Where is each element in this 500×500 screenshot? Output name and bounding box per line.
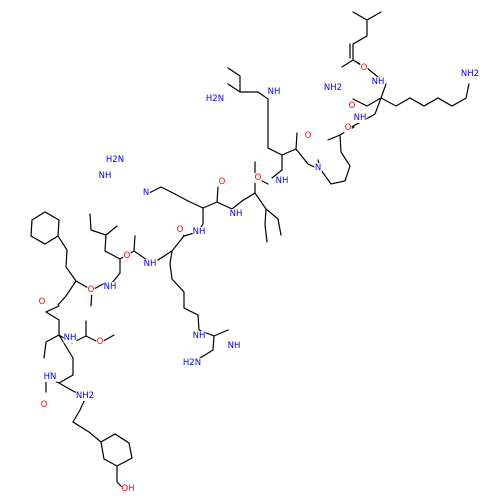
- atom-label-nh-30: NH: [193, 331, 206, 341]
- atom-label-nh-13: NH: [230, 209, 243, 219]
- atom-label-layer: NH2ONHNH2OONHNOH2NNHNHONHOH2NNHNNHONHONH…: [38, 63, 480, 494]
- atom-label-o-28: O: [41, 400, 48, 410]
- atom-label-nh-22: NH: [104, 282, 117, 292]
- atom-label-background: [460, 69, 480, 79]
- atom-label-background: [344, 123, 352, 133]
- atom-label-n-7: N: [315, 163, 321, 173]
- atom-label-background: [103, 282, 117, 292]
- atom-label-background: [176, 225, 184, 235]
- atom-label-background: [267, 87, 281, 97]
- atom-label-nh2-3: NH2: [461, 69, 479, 79]
- atom-label-h2n-9: H2N: [206, 94, 224, 104]
- atom-label-nh2-29: NH2: [76, 391, 94, 401]
- atom-label-background: [105, 155, 125, 165]
- atom-label-o-23: O: [88, 285, 95, 295]
- atom-label-background: [142, 188, 150, 198]
- atom-label-nh-16: NH: [99, 171, 112, 181]
- atom-label-nh-11: NH: [276, 176, 289, 186]
- atom-label-nh-18: NH: [193, 227, 206, 237]
- atom-label-background: [192, 331, 206, 341]
- atom-label-o-26: O: [97, 337, 104, 347]
- atom-label-background: [98, 171, 112, 181]
- bond-layer: [30, 11, 470, 491]
- atom-label-o-14: O: [219, 177, 226, 187]
- atom-label-background: [87, 285, 95, 295]
- atom-label-background: [254, 173, 262, 183]
- atom-label-o-12: O: [255, 173, 262, 183]
- atom-label-o-21: O: [124, 251, 131, 261]
- atom-label-background: [96, 337, 104, 347]
- atom-label-o-5: O: [345, 123, 352, 133]
- atom-label-oh-33: OH: [121, 484, 134, 494]
- atom-label-background: [353, 113, 367, 123]
- atom-label-nh-20: NH: [144, 259, 157, 269]
- atom-label-background: [218, 177, 226, 187]
- atom-label-n-17: N: [143, 188, 149, 198]
- atom-label-background: [314, 163, 322, 173]
- atom-label-nh-25: NH: [64, 333, 77, 343]
- atom-label-background: [229, 209, 243, 219]
- atom-label-background: [304, 131, 312, 141]
- atom-label-h2n-15: H2N: [106, 155, 124, 165]
- atom-label-o-19: O: [177, 225, 184, 235]
- atom-label-background: [143, 259, 157, 269]
- atom-label-background: [371, 77, 385, 87]
- atom-label-o-8: O: [305, 131, 312, 141]
- atom-label-nh-31: NH: [228, 341, 241, 351]
- atom-label-background: [75, 391, 95, 401]
- atom-label-background: [38, 297, 46, 307]
- atom-label-o-1: O: [361, 63, 368, 73]
- atom-label-hn-27: HN: [44, 372, 57, 382]
- atom-label-h2n-32: H2N: [183, 358, 201, 368]
- atom-label-nh-2: NH: [372, 77, 385, 87]
- atom-label-o-4: O: [349, 101, 356, 111]
- atom-label-nh-10: NH: [268, 87, 281, 97]
- atom-label-background: [192, 227, 206, 237]
- atom-label-background: [121, 484, 135, 494]
- atom-label-background: [360, 63, 368, 73]
- atom-label-background: [323, 83, 343, 93]
- atom-label-background: [63, 333, 77, 343]
- atom-label-background: [227, 341, 241, 351]
- atom-label-o-24: O: [39, 297, 46, 307]
- atom-label-background: [348, 101, 356, 111]
- atom-label-background: [205, 94, 225, 104]
- atom-label-background: [40, 400, 48, 410]
- atom-label-nh-6: NH: [354, 113, 367, 123]
- atom-label-background: [275, 176, 289, 186]
- atom-label-background: [43, 372, 57, 382]
- atom-label-nh2-0: NH2: [324, 83, 342, 93]
- atom-label-background: [123, 251, 131, 261]
- atom-label-background: [182, 358, 202, 368]
